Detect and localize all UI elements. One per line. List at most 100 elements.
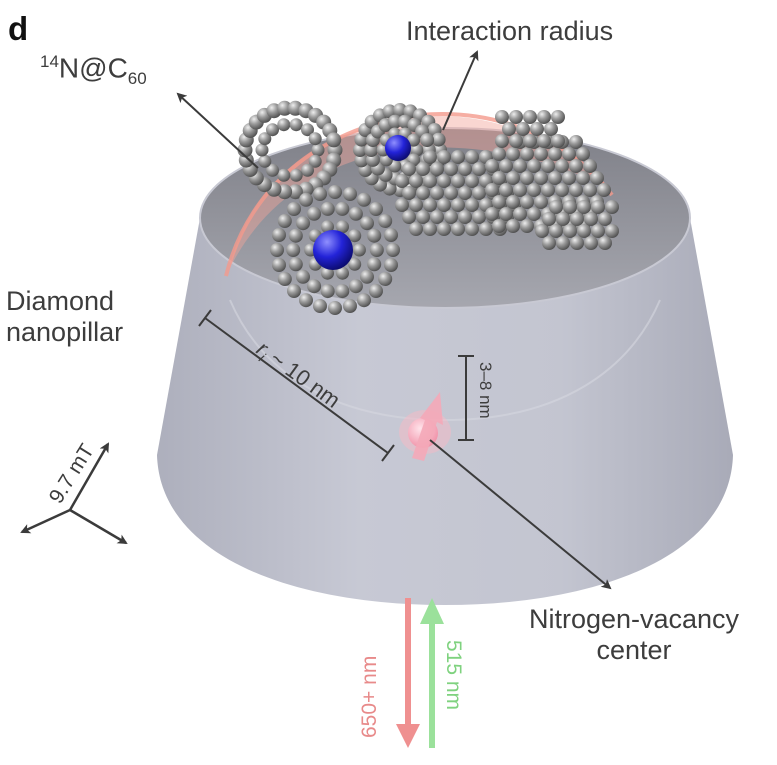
carbon-atom (549, 200, 563, 214)
fullerene-cluster (237, 100, 619, 315)
carbon-atom (409, 174, 423, 188)
carbon-atom (444, 162, 458, 176)
carbon-atom (320, 201, 335, 216)
carbon-atom (423, 222, 437, 236)
carbon-atom (369, 243, 384, 257)
carbon-atom (352, 243, 366, 257)
carbon-atom (308, 132, 322, 146)
carbon-atom (258, 132, 272, 146)
carbon-atom (569, 159, 583, 173)
carbon-atom (393, 103, 407, 117)
carbon-atom (288, 228, 303, 243)
carbon-atom (458, 186, 472, 200)
carbon-atom (563, 200, 577, 214)
carbon-atom (527, 207, 541, 221)
carbon-atom (367, 257, 382, 272)
carbon-atom (354, 153, 369, 168)
carbon-atom (277, 272, 292, 286)
carbon-atom (431, 132, 446, 147)
carbon-atom (336, 220, 349, 234)
carbon-atom (384, 228, 398, 242)
carbon-atom (409, 198, 423, 212)
carbon-atom (458, 162, 472, 176)
carbon-atom (520, 195, 534, 209)
carbon-atom (270, 243, 284, 257)
carbon-atom (485, 183, 499, 197)
carbon-atom (485, 207, 499, 221)
carbon-atom (530, 122, 544, 136)
carbon-atom (492, 171, 506, 185)
carbon-atom (335, 284, 350, 299)
carbon-atom (598, 212, 612, 226)
carbon-atom (537, 110, 551, 124)
carbon-atom (598, 236, 612, 250)
carbon-atom (308, 154, 322, 168)
red-laser-head (396, 724, 420, 748)
carbon-atom (353, 143, 367, 157)
carbon-atom (485, 159, 499, 173)
carbon-atom (423, 174, 437, 188)
carbon-atom (386, 243, 400, 257)
carbon-atom (506, 147, 520, 161)
carbon-atom (326, 132, 342, 148)
carbon-atom (277, 214, 292, 228)
carbon-atom (378, 272, 393, 286)
panel-letter: d (8, 10, 29, 47)
carbon-atom (551, 134, 565, 148)
carbon-atom (328, 185, 342, 199)
carbon-atom (495, 110, 509, 124)
carbon-atom (537, 134, 551, 148)
carbon-atom (313, 299, 327, 313)
diamond-label-line1: Diamond (6, 286, 115, 316)
nv-pointer-arrow (429, 439, 612, 590)
carbon-atom (444, 210, 458, 224)
carbon-atom (502, 122, 516, 136)
carbon-atom (555, 159, 569, 173)
pillar-body (157, 218, 733, 605)
carbon-atom (542, 212, 556, 226)
carbon-atom (289, 168, 303, 182)
nv-center-label: Nitrogen-vacancy center (508, 604, 760, 666)
carbon-atom (296, 216, 310, 231)
carbon-atom (577, 224, 591, 238)
carbon-atom (277, 168, 291, 182)
carbon-atom (520, 171, 534, 185)
carbon-atom (583, 159, 597, 173)
carbon-atom (321, 220, 334, 234)
carbon-atom (556, 236, 570, 250)
carbon-atom (348, 206, 363, 221)
carbon-atom (437, 198, 451, 212)
carbon-atom (321, 266, 334, 280)
carbon-atom (402, 210, 416, 224)
diamond-nanopillar-label: Diamond nanopillar (6, 286, 123, 348)
molecule-pointer-arrow (176, 92, 259, 169)
carbon-atom (301, 123, 314, 137)
carbon-atom (549, 224, 563, 238)
carbon-atom (465, 222, 479, 236)
interaction-radius-label: Interaction radius (406, 16, 614, 46)
carbon-atom (605, 224, 619, 238)
carbon-atom (402, 186, 416, 200)
carbon-atom (437, 150, 451, 164)
carbon-atom (590, 171, 604, 185)
carbon-atom (277, 118, 291, 132)
carbon-atom (299, 293, 313, 308)
carbon-atom (320, 284, 335, 299)
carbon-atom (520, 219, 534, 233)
carbon-atom (288, 257, 303, 272)
carbon-atom (416, 210, 430, 224)
carbon-atom (472, 210, 486, 224)
carbon-atom (562, 147, 576, 161)
carbon-atom (495, 134, 509, 148)
carbon-atom (296, 269, 310, 284)
carbon-atom (369, 202, 383, 216)
carbon-atom (258, 154, 272, 168)
carbon-atom (541, 183, 555, 197)
carbon-atom (299, 192, 313, 207)
carbon-atom (307, 279, 322, 294)
carbon-atom (301, 163, 314, 177)
carbon-atom (430, 186, 444, 200)
carbon-atom (492, 147, 506, 161)
carbon-atom (520, 147, 534, 161)
